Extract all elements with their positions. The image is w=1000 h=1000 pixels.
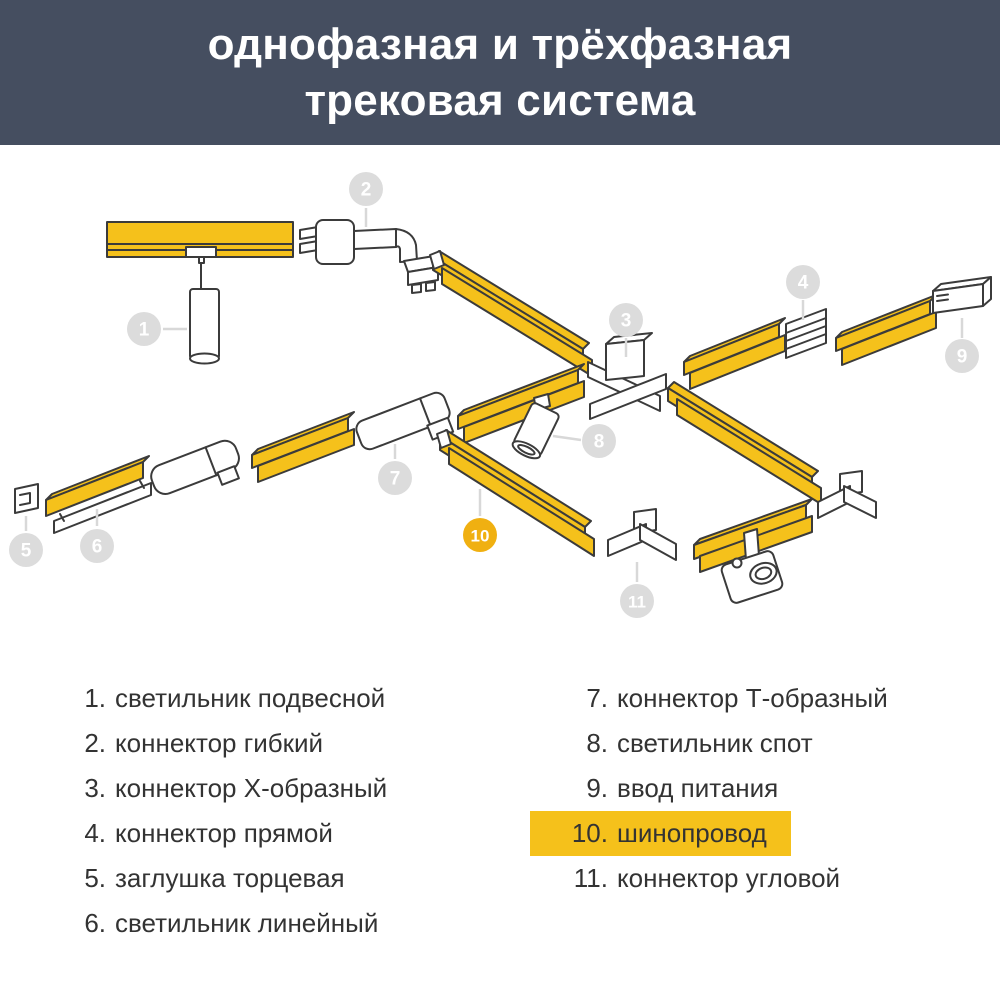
legend-num-6: 6. [84,908,106,938]
legend-num-4: 4. [84,818,106,848]
marker-5: 5 [9,533,43,567]
legend-label-9: ввод питания [617,773,779,803]
legend-column-right: 7. коннектор Т-образный 8. светильник сп… [530,676,888,901]
legend-item-7: 7. коннектор Т-образный [540,676,888,721]
svg-text:9: 9 [957,347,968,368]
marker-8: 8 [582,424,616,458]
legend-num-9: 9. [586,773,608,803]
svg-text:8: 8 [594,432,605,453]
legend-num-5: 5. [84,863,106,893]
legend-label-6: светильник линейный [115,908,379,938]
marker-2: 2 [349,172,383,206]
busbar-track-item10 [436,429,595,557]
legend-num-1: 1. [84,683,106,713]
legend-label-2: коннектор гибкий [115,728,324,758]
marker-9: 9 [945,339,979,373]
pendant-light-assembly [106,221,294,365]
legend-label-10: шинопровод [617,818,767,848]
pendant-adapter [185,246,217,258]
legend-label-4: коннектор прямой [115,818,333,848]
track-connector-middle [150,439,240,495]
legend-item-2: 2. коннектор гибкий [66,721,323,766]
marker-7: 7 [378,461,412,495]
track-spot-light [720,528,784,604]
pendant-cylinder [189,288,220,360]
flexible-connector [299,219,439,294]
svg-text:10: 10 [471,527,490,546]
legend-label-11: коннектор угловой [617,863,841,893]
power-input [932,276,992,314]
marker-3: 3 [609,303,643,337]
svg-text:2: 2 [361,180,372,201]
legend-item-10-highlighted: 10. шинопровод [530,811,791,856]
legend-item-5: 5. заглушка торцевая [66,856,345,901]
t-connector [355,391,455,451]
svg-text:7: 7 [390,469,401,490]
end-cap [14,483,39,514]
spot-light [511,393,560,460]
busbar-track-right-2 [835,294,937,366]
marker-6: 6 [80,529,114,563]
legend-label-7: коннектор Т-образный [617,683,888,713]
legend-item-3: 3. коннектор Х-образный [66,766,387,811]
page-title-line2: трековая система [304,75,696,125]
busbar-track-top-diagonal [429,250,593,377]
legend-num-2: 2. [84,728,106,758]
svg-text:4: 4 [798,273,809,294]
busbar-track-right-1 [683,317,786,390]
legend-num-3: 3. [84,773,106,803]
busbar-track-spot [457,363,585,444]
x-connector [587,332,667,420]
page-header: однофазная и трёхфазная трековая система [0,0,1000,145]
marker-4: 4 [786,265,820,299]
legend-column-left: 1. светильник подвесной 2. коннектор гиб… [66,676,387,946]
legend-label-3: коннектор Х-образный [115,773,388,803]
corner-connector-right [817,470,877,519]
leader-lines [24,208,964,582]
legend-num-11: 11. [573,863,608,893]
legend-num-8: 8. [586,728,608,758]
busbar-track-middle [251,411,355,483]
legend-item-6: 6. светильник линейный [66,901,378,946]
straight-connector [785,308,827,359]
legend-label-5: заглушка торцевая [115,863,345,893]
linear-light [45,455,152,534]
busbar-track-lower-right-diagonal [667,381,822,505]
svg-text:6: 6 [92,537,103,558]
legend-item-9: 9. ввод питания [540,766,778,811]
corner-connector-left [607,508,677,561]
svg-text:3: 3 [621,311,632,332]
track-system-diagram: 1 2 3 4 5 6 7 8 [9,172,992,618]
marker-1: 1 [127,312,161,346]
legend-num-10: 10. [571,818,608,848]
svg-text:1: 1 [139,320,150,341]
marker-11: 11 [620,584,654,618]
legend-item-8: 8. светильник спот [540,721,813,766]
svg-text:5: 5 [21,541,32,562]
legend-item-1: 1. светильник подвесной [66,676,385,721]
svg-text:11: 11 [628,593,646,612]
legend-num-7: 7. [586,683,608,713]
legend-label-8: светильник спот [617,728,813,758]
legend-label-1: светильник подвесной [115,683,386,713]
legend-item-11: 11. коннектор угловой [540,856,840,901]
legend-item-4: 4. коннектор прямой [66,811,333,856]
marker-10-highlighted: 10 [463,518,497,552]
page-title-line1: однофазная и трёхфазная [207,19,793,69]
